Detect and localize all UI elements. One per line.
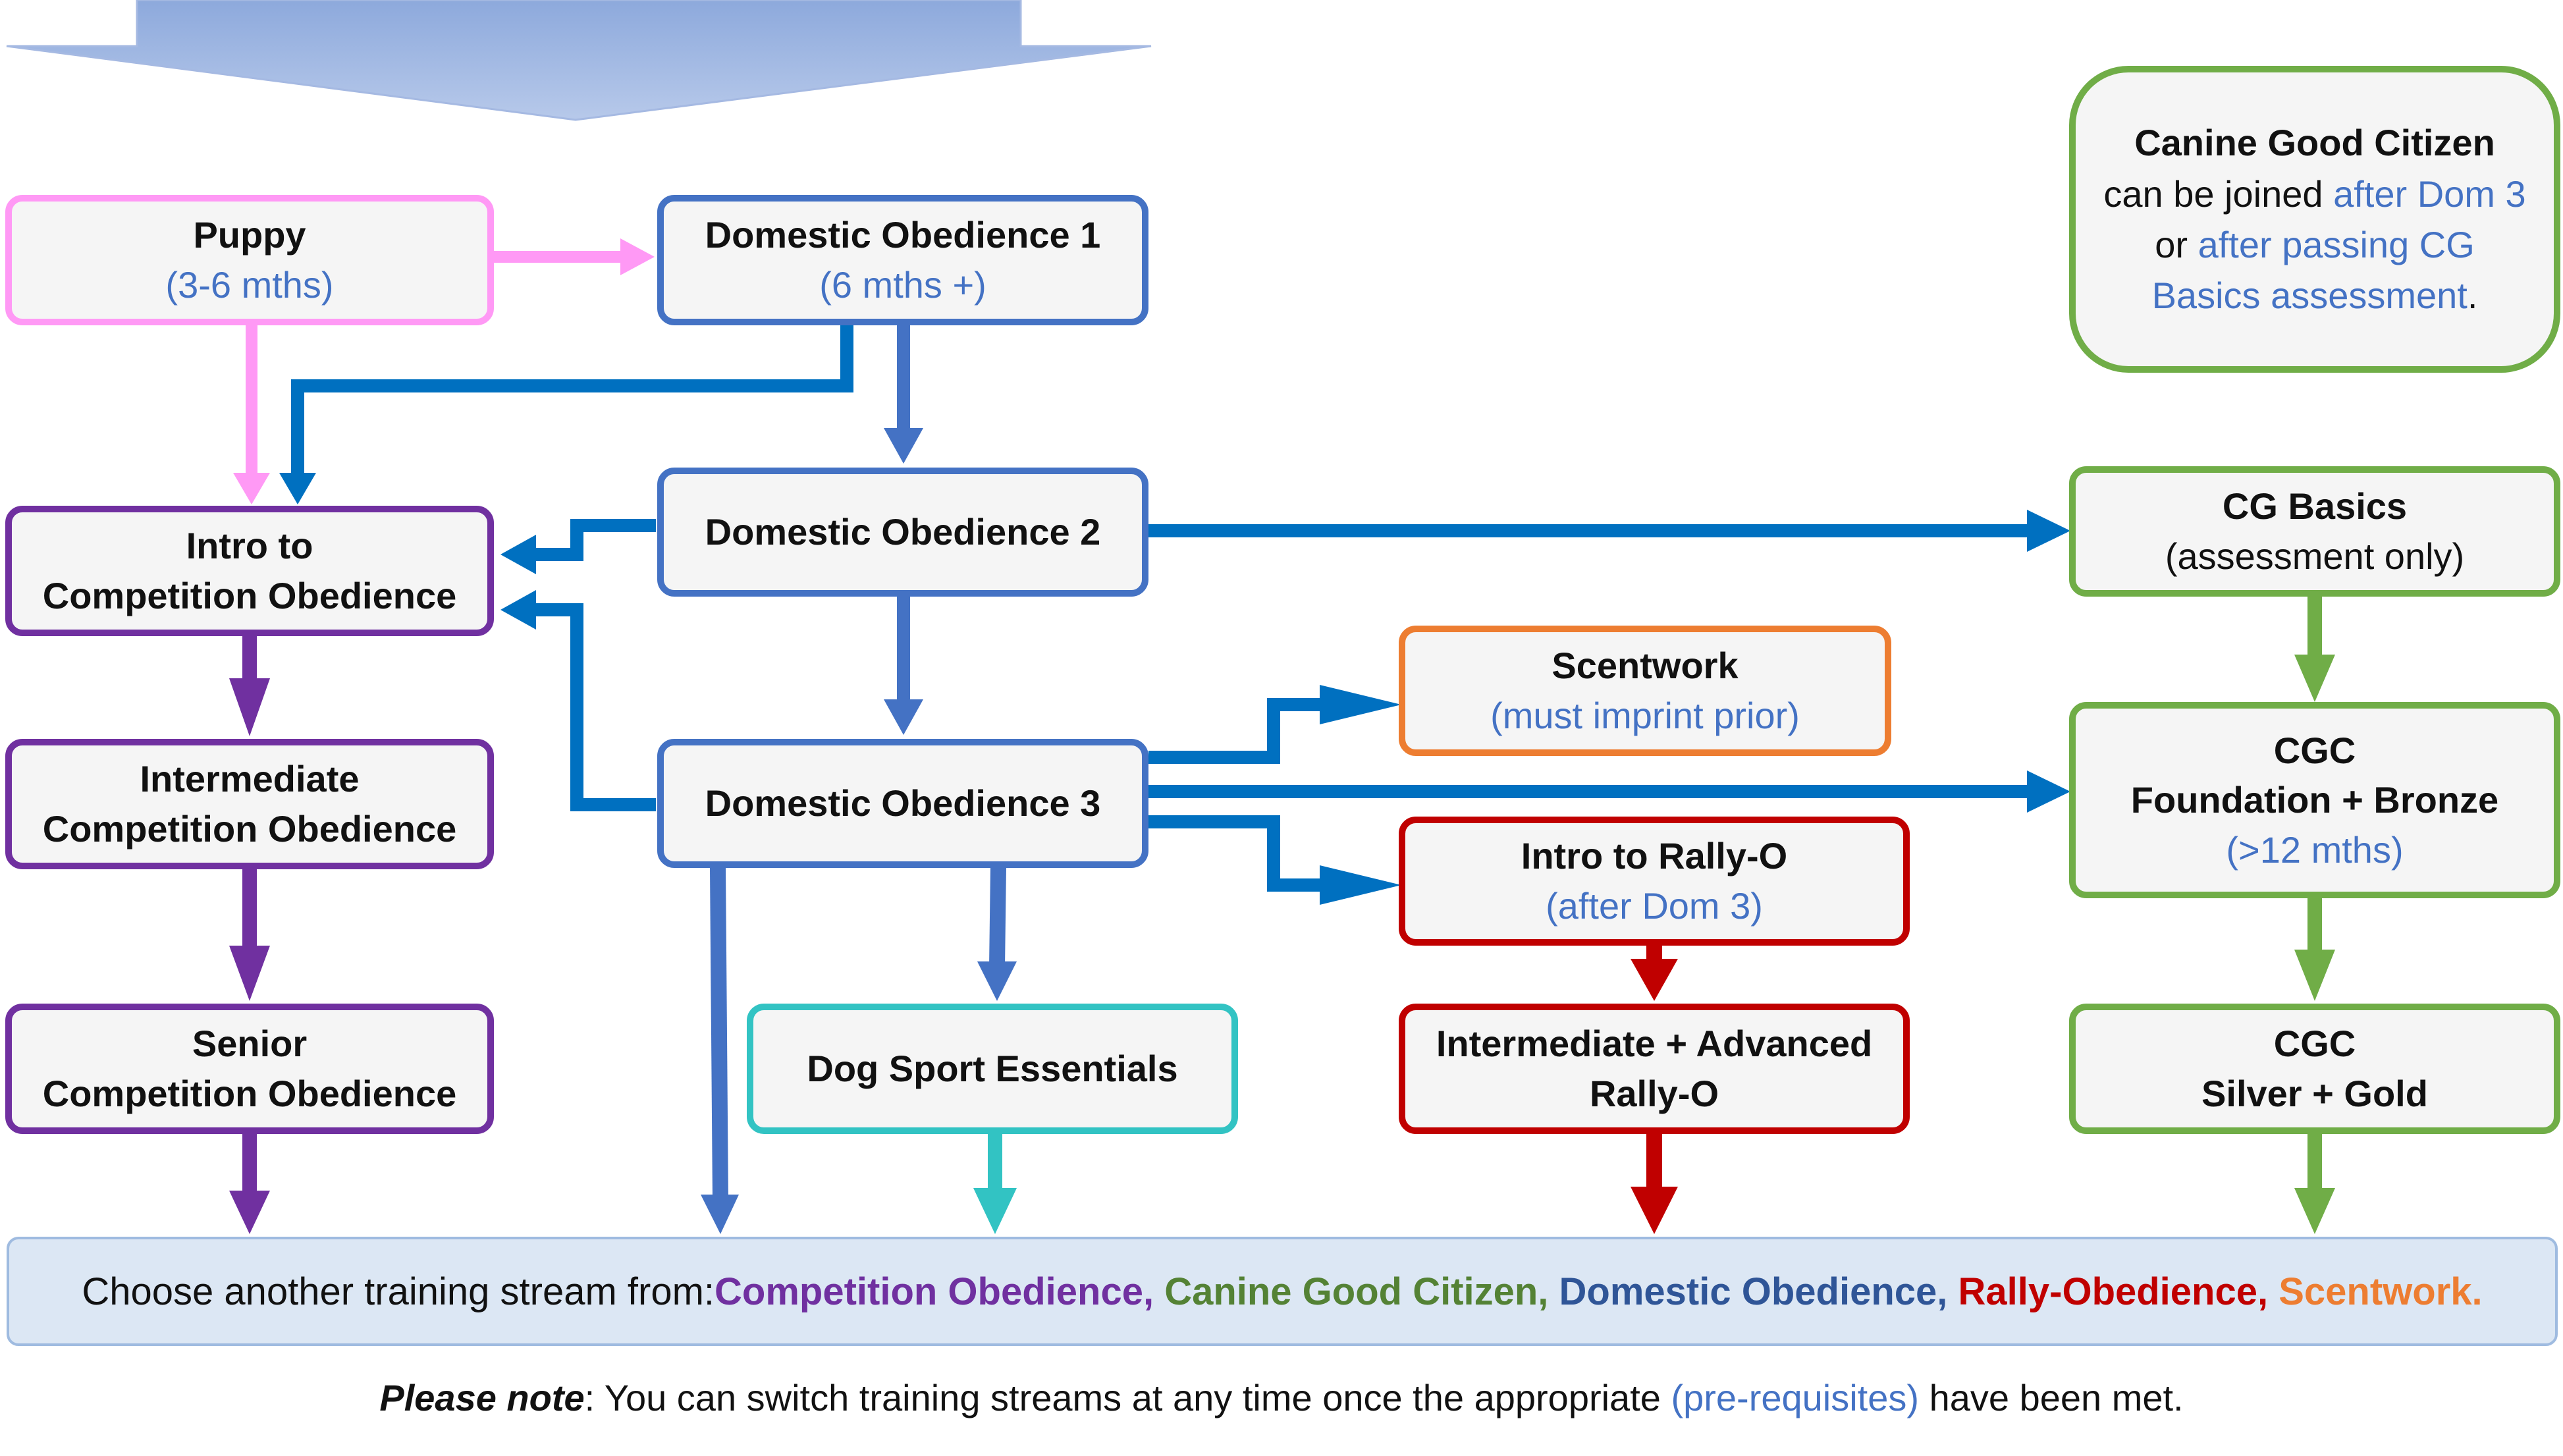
node-intro-comp-line2: Competition Obedience: [42, 575, 457, 616]
node-senior-competition-obedience: Senior Competition Obedience: [5, 1004, 494, 1134]
cgc-info-part1: can be joined: [2103, 173, 2334, 215]
node-senior-comp-line1: Senior: [192, 1023, 308, 1065]
node-intro-rally-o: Intro to Rally-O (after Dom 3): [1399, 817, 1910, 946]
node-intermediate-advanced-rally-o: Intermediate + Advanced Rally-O: [1399, 1004, 1910, 1134]
arrow-puppy-to-intro-comp: [233, 325, 270, 504]
node-canine-good-citizen-info: Canine Good Citizen can be joined after …: [2069, 66, 2560, 373]
arrow-dse-to-bottom: [973, 1134, 1017, 1234]
arrow-inter-rally-to-bottom: [1631, 1134, 1678, 1234]
bottom-bar-stream-list: Competition Obedience, Canine Good Citiz…: [715, 1270, 2483, 1314]
node-cgc-foundation-bronze: CGC Foundation + Bronze (>12 mths): [2069, 702, 2560, 898]
arrow-dom3-to-bottom: [701, 868, 739, 1234]
node-inter-comp-line2: Competition Obedience: [42, 808, 457, 849]
arrow-senior-to-bottom: [229, 1134, 270, 1234]
arrow-dom1-to-intro-comp: [279, 325, 853, 504]
note-text-2: have been met.: [1919, 1377, 2184, 1418]
node-domestic-obedience-2: Domestic Obedience 2: [657, 468, 1148, 597]
arrow-dom1-to-dom2: [884, 325, 923, 464]
note-highlight: (pre-requisites): [1671, 1377, 1920, 1418]
cgc-info-part5: .: [2467, 275, 2478, 317]
node-intro-rally-title: Intro to Rally-O: [1521, 835, 1788, 877]
node-intro-rally-sub: (after Dom 3): [1546, 885, 1763, 927]
node-scentwork-title: Scentwork: [1551, 645, 1739, 687]
node-domestic-obedience-1: Domestic Obedience 1 (6 mths +): [657, 195, 1148, 325]
node-inter-rally-line2: Rally-O: [1589, 1073, 1719, 1114]
node-intro-comp-line1: Intro to: [186, 525, 313, 567]
note-lead: Please note: [379, 1377, 585, 1418]
node-dse-title: Dog Sport Essentials: [807, 1048, 1178, 1090]
arrow-dom2-to-intro-comp: [500, 519, 656, 574]
cgc-info-text: can be joined after Dom 3 or after passi…: [2102, 169, 2527, 321]
cgc-info-part3: or: [2155, 224, 2198, 265]
node-scentwork: Scentwork (must imprint prior): [1399, 626, 1891, 756]
node-cgc-silver-gold: CGC Silver + Gold: [2069, 1004, 2560, 1134]
arrow-intro-comp-to-inter: [229, 636, 270, 736]
node-puppy-sub: (3-6 mths): [165, 264, 334, 306]
arrow-dom3-to-intro-comp: [500, 590, 656, 811]
bottom-bar-lead: Choose another training stream from:: [82, 1270, 715, 1313]
stream-option-0: Competition Obedience,: [715, 1270, 1165, 1313]
node-cgc-found-line2: Foundation + Bronze: [2130, 779, 2499, 821]
arrow-cgc-silver-to-bottom: [2294, 1134, 2335, 1234]
node-senior-comp-line2: Competition Obedience: [42, 1073, 457, 1114]
node-scentwork-sub: (must imprint prior): [1490, 695, 1800, 736]
cgc-info-after-cg-basics: after passing CG Basics assessment: [2151, 224, 2475, 317]
node-dom1-sub: (6 mths +): [819, 264, 986, 306]
node-cg-basics: CG Basics (assessment only): [2069, 466, 2560, 597]
node-cg-basics-sub: (assessment only): [2165, 535, 2465, 577]
node-cgc-found-line1: CGC: [2273, 729, 2356, 771]
arrow-dom3-to-scentwork: [1148, 685, 1401, 764]
arrow-dom2-to-dom3: [884, 597, 923, 735]
arrow-dom2-to-cg-basics: [1148, 510, 2070, 552]
stream-option-2: Domestic Obedience,: [1559, 1270, 1958, 1313]
node-dom1-title: Domestic Obedience 1: [705, 214, 1101, 256]
node-intermediate-competition-obedience: Intermediate Competition Obedience: [5, 739, 494, 869]
node-puppy: Puppy (3-6 mths): [5, 195, 494, 325]
arrow-inter-to-senior: [229, 869, 270, 1001]
note-text-1: : You can switch training streams at any…: [584, 1377, 1671, 1418]
footer-note: Please note: You can switch training str…: [0, 1376, 2563, 1419]
node-dog-sport-essentials: Dog Sport Essentials: [747, 1004, 1238, 1134]
arrow-intro-rally-to-inter-rally: [1631, 946, 1678, 1001]
node-cgc-silver-line1: CGC: [2273, 1023, 2356, 1065]
node-puppy-title: Puppy: [193, 214, 306, 256]
node-domestic-obedience-3: Domestic Obedience 3: [657, 739, 1148, 868]
cgc-info-after-dom3: after Dom 3: [2333, 173, 2526, 215]
arrow-cg-basics-to-cgc-foundation: [2294, 597, 2335, 702]
arrow-puppy-to-dom1: [493, 238, 655, 275]
node-cgc-silver-line2: Silver + Gold: [2201, 1073, 2428, 1114]
node-cgc-found-sub: (>12 mths): [2226, 828, 2404, 871]
arrow-dom3-to-intro-rally: [1148, 815, 1401, 905]
node-intro-competition-obedience: Intro to Competition Obedience: [5, 506, 494, 636]
arrow-dom3-to-dse: [977, 868, 1017, 1001]
node-inter-rally-line1: Intermediate + Advanced: [1436, 1023, 1873, 1065]
arrow-dom3-to-cgc-foundation: [1148, 770, 2070, 813]
bottom-stream-bar: Choose another training stream from: Com…: [7, 1237, 2558, 1346]
node-dom3-title: Domestic Obedience 3: [705, 782, 1101, 824]
top-entry-arrow: [6, 0, 1152, 121]
stream-option-3: Rally-Obedience,: [1958, 1270, 2279, 1313]
stream-option-1: Canine Good Citizen,: [1164, 1270, 1559, 1313]
node-cg-basics-title: CG Basics: [2222, 485, 2408, 527]
cgc-info-title: Canine Good Citizen: [2134, 122, 2495, 164]
stream-option-4: Scentwork.: [2279, 1270, 2483, 1313]
node-dom2-title: Domestic Obedience 2: [705, 511, 1101, 553]
arrow-cgc-foundation-to-silver: [2294, 898, 2335, 1001]
node-inter-comp-line1: Intermediate: [140, 758, 360, 800]
